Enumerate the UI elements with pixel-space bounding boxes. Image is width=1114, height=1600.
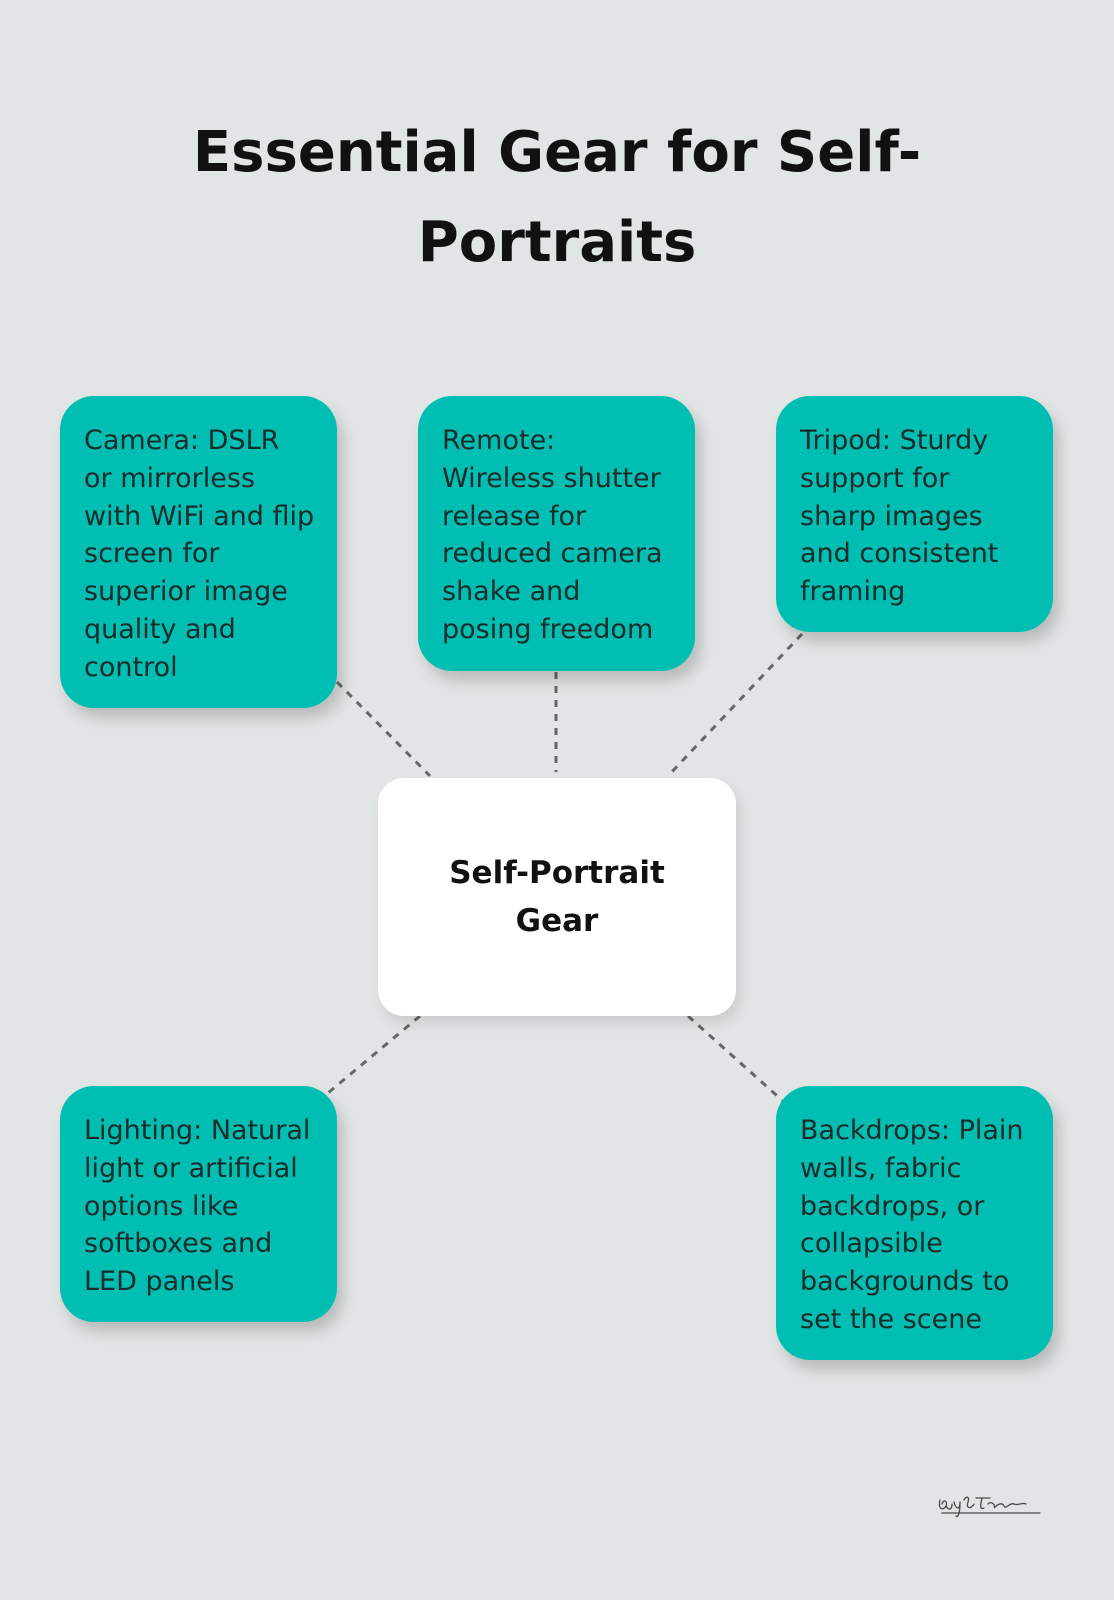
lighting-text: Lighting: Natural light or artificial op… xyxy=(84,1115,311,1298)
connector-camera xyxy=(335,680,432,778)
connector-lighting xyxy=(321,1014,421,1100)
tripod-card: Tripod: Sturdy support for sharp images … xyxy=(776,396,1053,632)
remote-card: Remote: Wireless shutter release for red… xyxy=(418,396,695,671)
center-line-1: Self-Portrait xyxy=(449,855,665,891)
camera-text: Camera: DSLR or mirrorless with WiFi and… xyxy=(84,425,315,683)
remote-text: Remote: Wireless shutter release for red… xyxy=(442,425,663,645)
tripod-text: Tripod: Sturdy support for sharp images … xyxy=(800,425,999,608)
connector-tripod xyxy=(666,632,804,778)
camera-card: Camera: DSLR or mirrorless with WiFi and… xyxy=(60,396,337,708)
title-line-2: Portraits xyxy=(417,210,697,275)
signature-logo xyxy=(938,1496,1041,1518)
diagram-title: Essential Gear for Self- Portraits xyxy=(0,108,1114,288)
connector-backdrops xyxy=(686,1014,786,1104)
title-line-1: Essential Gear for Self- xyxy=(192,120,922,185)
lighting-card: Lighting: Natural light or artificial op… xyxy=(60,1086,337,1322)
center-label: Self-Portrait Gear xyxy=(449,849,665,945)
backdrops-card: Backdrops: Plain walls, fabric backdrops… xyxy=(776,1086,1053,1360)
backdrops-text: Backdrops: Plain walls, fabric backdrops… xyxy=(800,1115,1024,1335)
center-line-2: Gear xyxy=(515,903,599,939)
center-node: Self-Portrait Gear xyxy=(378,778,736,1016)
